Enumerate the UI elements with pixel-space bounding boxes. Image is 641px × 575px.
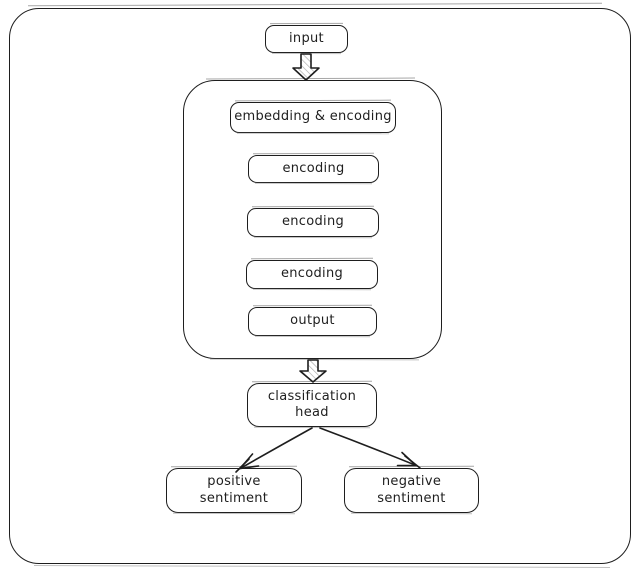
node-label: head	[295, 405, 329, 420]
node-classification-head: classification head	[247, 383, 377, 427]
node-encoding-2: encoding	[247, 208, 379, 237]
outer-frame	[9, 8, 631, 564]
node-embedding-encoding: embedding & encoding	[230, 102, 396, 133]
node-label: sentiment	[199, 490, 269, 506]
node-label: input	[289, 30, 324, 46]
node-label: encoding	[281, 214, 345, 230]
node-label: negative	[381, 474, 442, 489]
node-label: encoding	[280, 266, 344, 282]
node-label: output	[290, 313, 335, 329]
node-label: embedding & encoding	[234, 109, 392, 125]
node-encoding-1: encoding	[248, 155, 379, 183]
node-encoding-3: encoding	[246, 260, 378, 289]
node-negative-sentiment: negative sentiment	[344, 468, 479, 513]
node-label: sentiment	[377, 490, 446, 506]
node-label: encoding	[282, 160, 345, 176]
node-label: classification	[267, 388, 357, 404]
node-output: output	[248, 307, 377, 336]
node-input: input	[265, 25, 348, 53]
node-label: positive	[207, 474, 261, 489]
node-positive-sentiment: positive sentiment	[166, 468, 302, 513]
